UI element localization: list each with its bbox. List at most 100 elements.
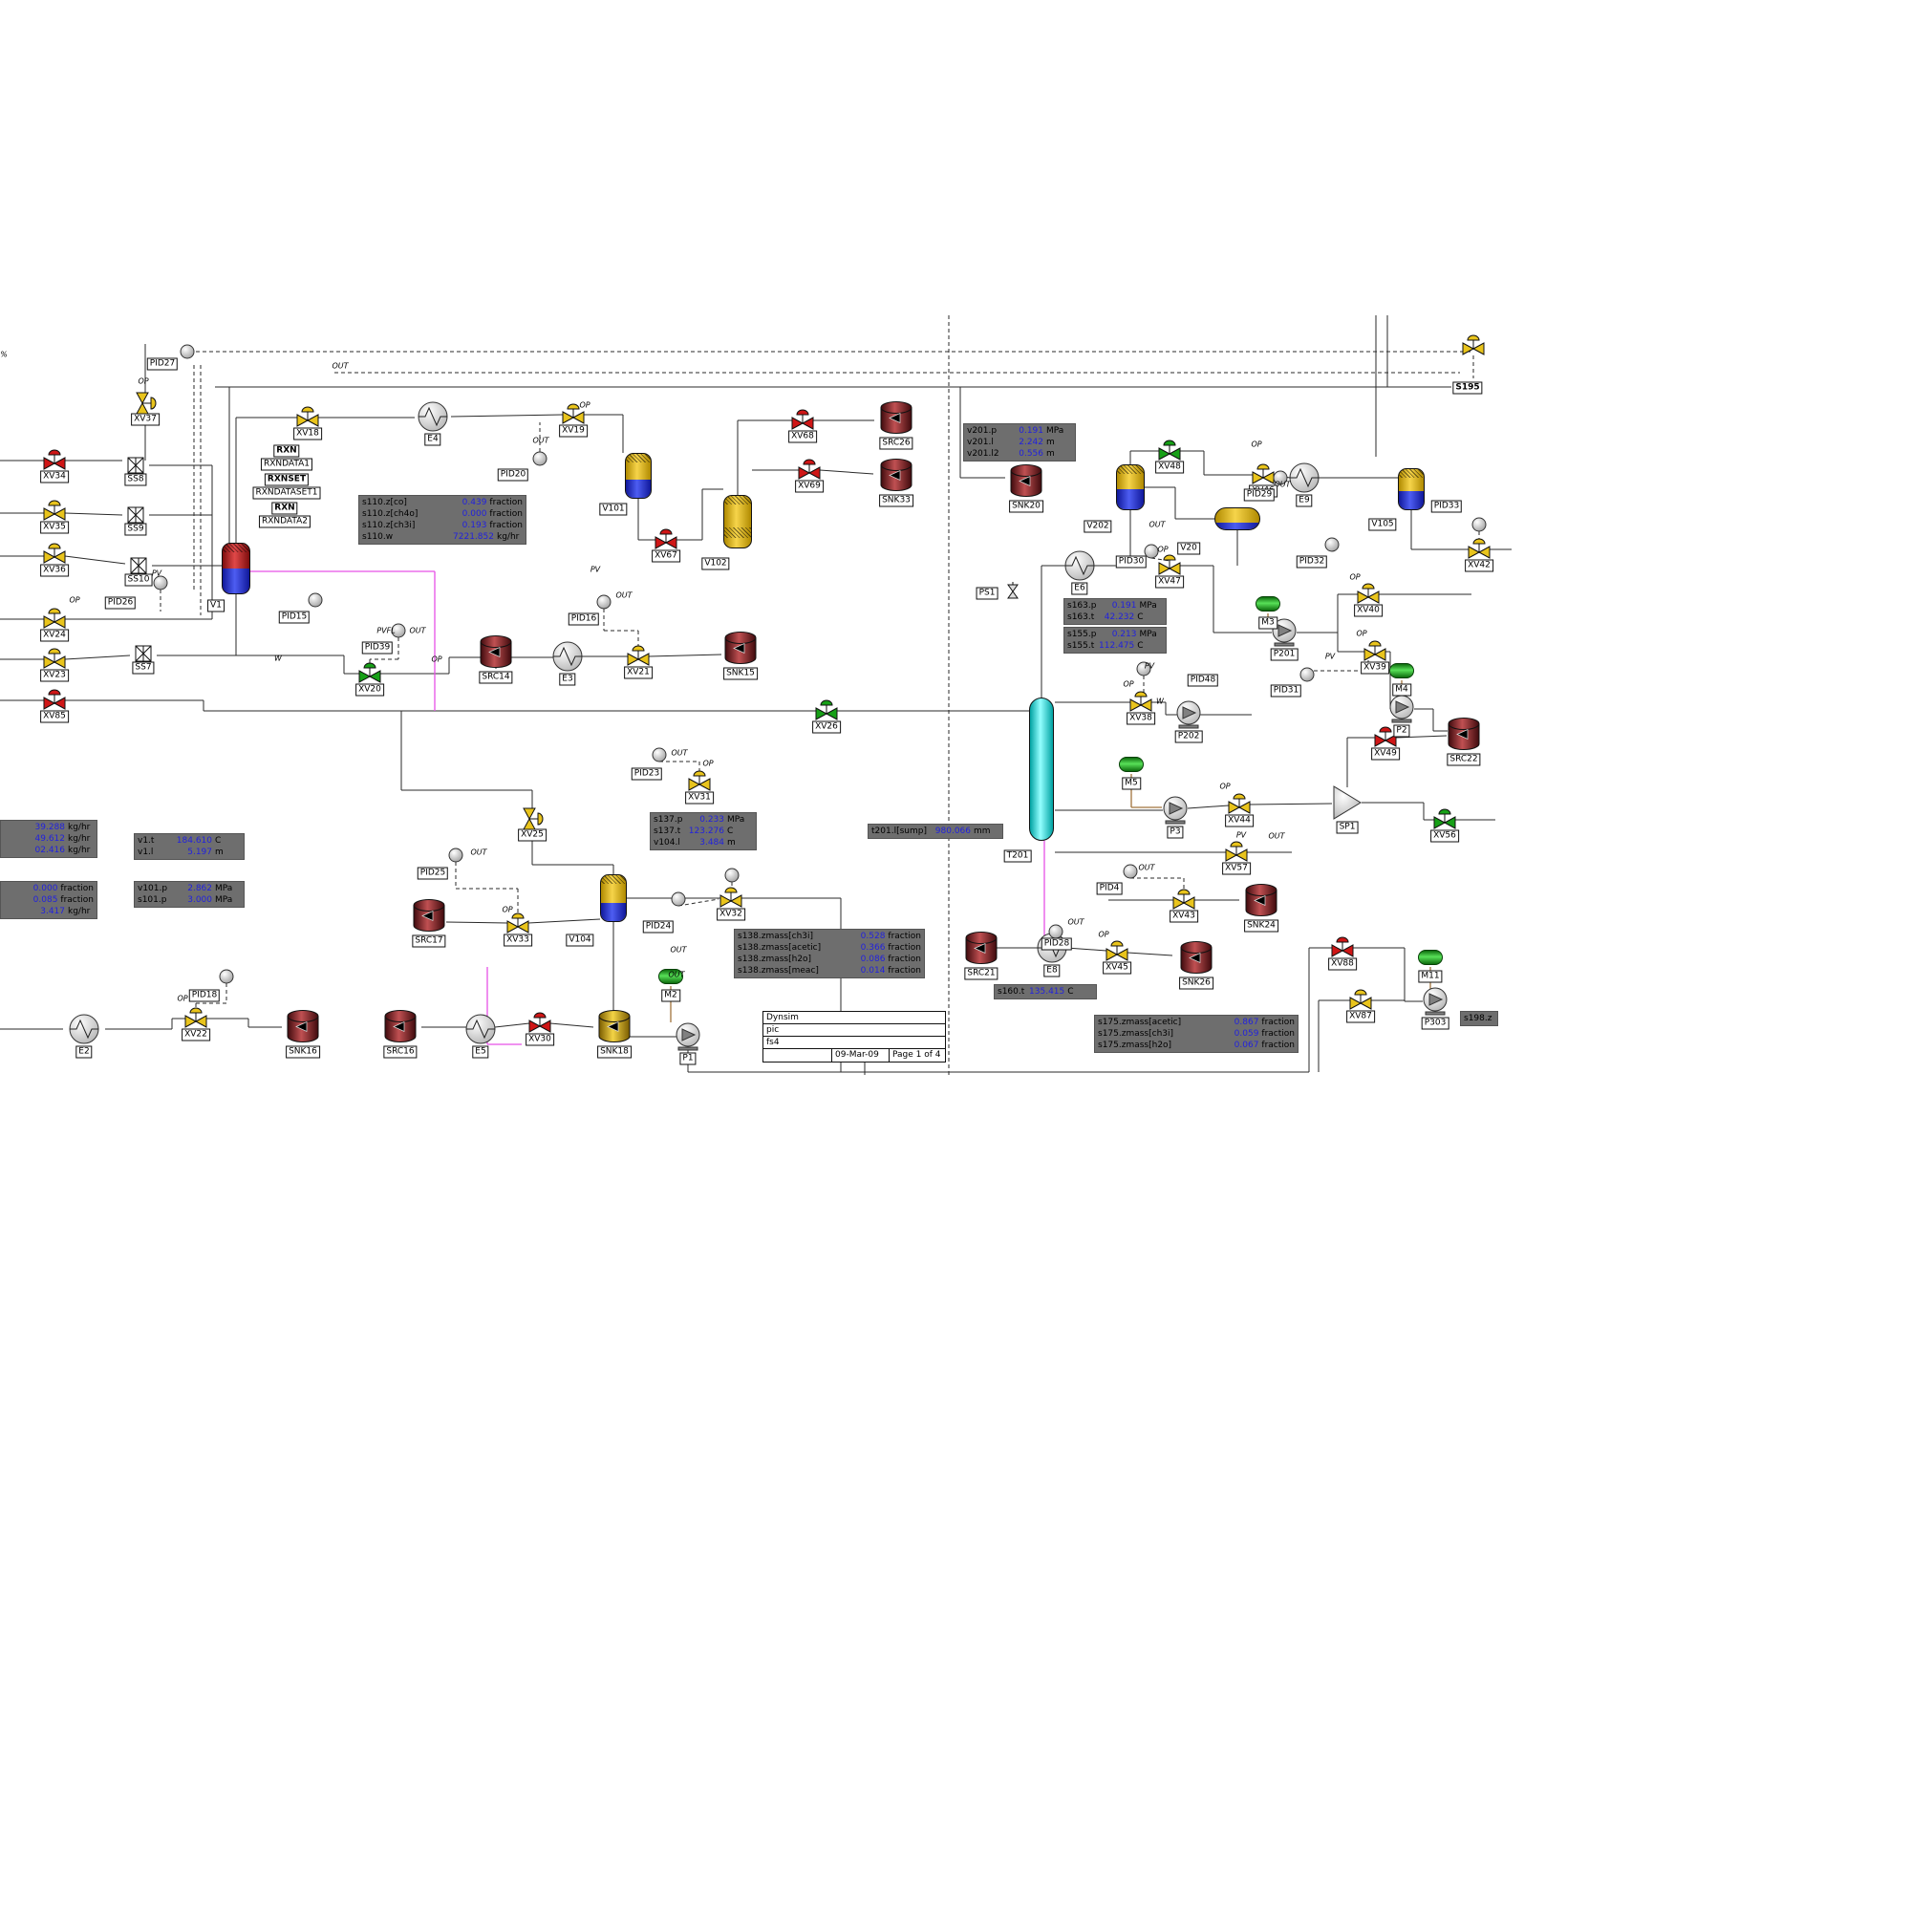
tank-SNK15[interactable] <box>722 631 759 666</box>
utility-vessel-M2[interactable] <box>658 969 683 984</box>
valve-top-right[interactable] <box>1461 334 1486 357</box>
valve-XV87[interactable] <box>1348 989 1373 1012</box>
controller-PID15[interactable]: PID15 <box>278 611 311 624</box>
controller-PID26[interactable]: PID26 <box>104 596 137 610</box>
controller-PID48[interactable]: PID48 <box>1187 674 1219 687</box>
vessel-V1[interactable] <box>222 543 250 594</box>
utility-vessel-M3[interactable] <box>1256 596 1280 612</box>
tank-SNK26[interactable] <box>1178 940 1214 976</box>
valve-XV42[interactable] <box>1467 538 1492 561</box>
valve-XV34[interactable] <box>42 449 67 472</box>
valve-XV26[interactable] <box>814 699 839 722</box>
splitter-box-SS8[interactable] <box>127 457 144 474</box>
vessel-V104[interactable] <box>600 874 627 922</box>
exchanger-E9[interactable] <box>1288 462 1320 494</box>
valve-XV43[interactable] <box>1171 889 1196 912</box>
valve-XV31[interactable] <box>687 770 712 793</box>
valve-XV68[interactable] <box>790 409 815 432</box>
pump-P3[interactable] <box>1161 795 1190 826</box>
controller-PID29[interactable]: PID29 <box>1243 488 1276 502</box>
controller-PID4[interactable]: PID4 <box>1096 882 1123 895</box>
controller-PID24[interactable]: PID24 <box>642 920 675 934</box>
controller-circle[interactable] <box>180 344 195 359</box>
tank-SRC22[interactable] <box>1446 717 1482 752</box>
flow-splitter-SP1[interactable] <box>1333 785 1362 820</box>
splitter-box-SS10[interactable] <box>130 557 147 574</box>
tank-SRC17[interactable] <box>411 898 447 934</box>
valve-XV88[interactable] <box>1330 936 1355 959</box>
exchanger-E3[interactable] <box>551 640 584 673</box>
controller-circle[interactable] <box>219 969 234 984</box>
valve-XV35[interactable] <box>42 500 67 523</box>
controller-circle[interactable] <box>724 868 740 883</box>
valve-XV22[interactable] <box>183 1007 208 1030</box>
controller-circle[interactable] <box>1273 470 1288 485</box>
controller-PID39[interactable]: PID39 <box>361 641 394 655</box>
vessel-V105[interactable] <box>1398 468 1425 510</box>
valve-XV45[interactable] <box>1105 940 1129 963</box>
controller-circle[interactable] <box>1144 544 1159 559</box>
pump-P201[interactable] <box>1270 617 1299 648</box>
valve-XV47[interactable] <box>1157 554 1182 577</box>
valve-XV39[interactable] <box>1363 640 1387 663</box>
controller-circle[interactable] <box>153 575 168 590</box>
valve-XV37[interactable] <box>134 391 157 416</box>
pump-P202[interactable] <box>1174 699 1203 730</box>
valve-XV48[interactable] <box>1157 440 1182 462</box>
utility-vessel-M5[interactable] <box>1119 757 1144 772</box>
controller-circle[interactable] <box>1324 537 1340 552</box>
tank-SRC16[interactable] <box>382 1009 419 1044</box>
controller-circle[interactable] <box>391 623 406 638</box>
controller-PID33[interactable]: PID33 <box>1430 500 1463 513</box>
controller-circle[interactable] <box>1299 667 1315 682</box>
valve-XV40[interactable] <box>1356 583 1381 606</box>
controller-PID30[interactable]: PID30 <box>1115 555 1148 569</box>
valve-XV69[interactable] <box>797 459 822 482</box>
controller-circle[interactable] <box>652 747 667 762</box>
controller-PID16[interactable]: PID16 <box>568 612 600 626</box>
controller-PID28[interactable]: PID28 <box>1041 937 1073 951</box>
controller-circle[interactable] <box>1136 661 1151 676</box>
exchanger-E6[interactable] <box>1063 549 1096 582</box>
utility-vessel-M4[interactable] <box>1389 663 1414 678</box>
valve-XV57[interactable] <box>1224 841 1249 864</box>
vessel-V102[interactable] <box>723 495 752 548</box>
controller-PID23[interactable]: PID23 <box>631 767 663 781</box>
controller-circle[interactable] <box>1048 924 1063 939</box>
controller-circle[interactable] <box>596 594 612 610</box>
pump-P1[interactable] <box>674 1021 702 1052</box>
valve-XV24[interactable] <box>42 608 67 631</box>
valve-XV85[interactable] <box>42 689 67 712</box>
valve-XV25[interactable] <box>521 806 544 831</box>
valve-XV20[interactable] <box>357 662 382 685</box>
exchanger-E4[interactable] <box>417 400 449 433</box>
controller-circle[interactable] <box>1123 864 1138 879</box>
tank-SRC26[interactable] <box>878 400 914 436</box>
controller-PID32[interactable]: PID32 <box>1296 555 1328 569</box>
controller-PID20[interactable]: PID20 <box>497 468 529 482</box>
valve-XV49[interactable] <box>1373 726 1398 749</box>
tank-SRC21[interactable] <box>963 931 999 966</box>
vessel-T201[interactable] <box>1029 698 1054 841</box>
vessel-V101[interactable] <box>625 453 652 499</box>
exchanger-E5[interactable] <box>464 1013 497 1045</box>
valve-XV32[interactable] <box>719 887 743 910</box>
valve-XV33[interactable] <box>505 912 530 935</box>
tank-SNK16[interactable] <box>285 1009 321 1044</box>
valve-XV30[interactable] <box>527 1012 552 1035</box>
splitter-box-SS9[interactable] <box>127 506 144 524</box>
valve-XV38[interactable] <box>1128 691 1153 714</box>
controller-circle[interactable] <box>1471 517 1487 532</box>
controller-PID25[interactable]: PID25 <box>417 867 449 880</box>
tank-SRC14[interactable] <box>478 634 514 670</box>
utility-vessel-M11[interactable] <box>1418 950 1443 965</box>
vessel-V202[interactable] <box>1116 464 1145 510</box>
valve-XV19[interactable] <box>561 403 586 426</box>
valve-XV46[interactable] <box>1251 463 1276 486</box>
valve-XV67[interactable] <box>654 528 678 551</box>
valve-XV23[interactable] <box>42 648 67 671</box>
valve-XV21[interactable] <box>626 645 651 668</box>
pump-P2[interactable] <box>1387 694 1416 724</box>
relief-valve-PS1[interactable] <box>1005 582 1020 601</box>
controller-PID18[interactable]: PID18 <box>188 989 221 1002</box>
